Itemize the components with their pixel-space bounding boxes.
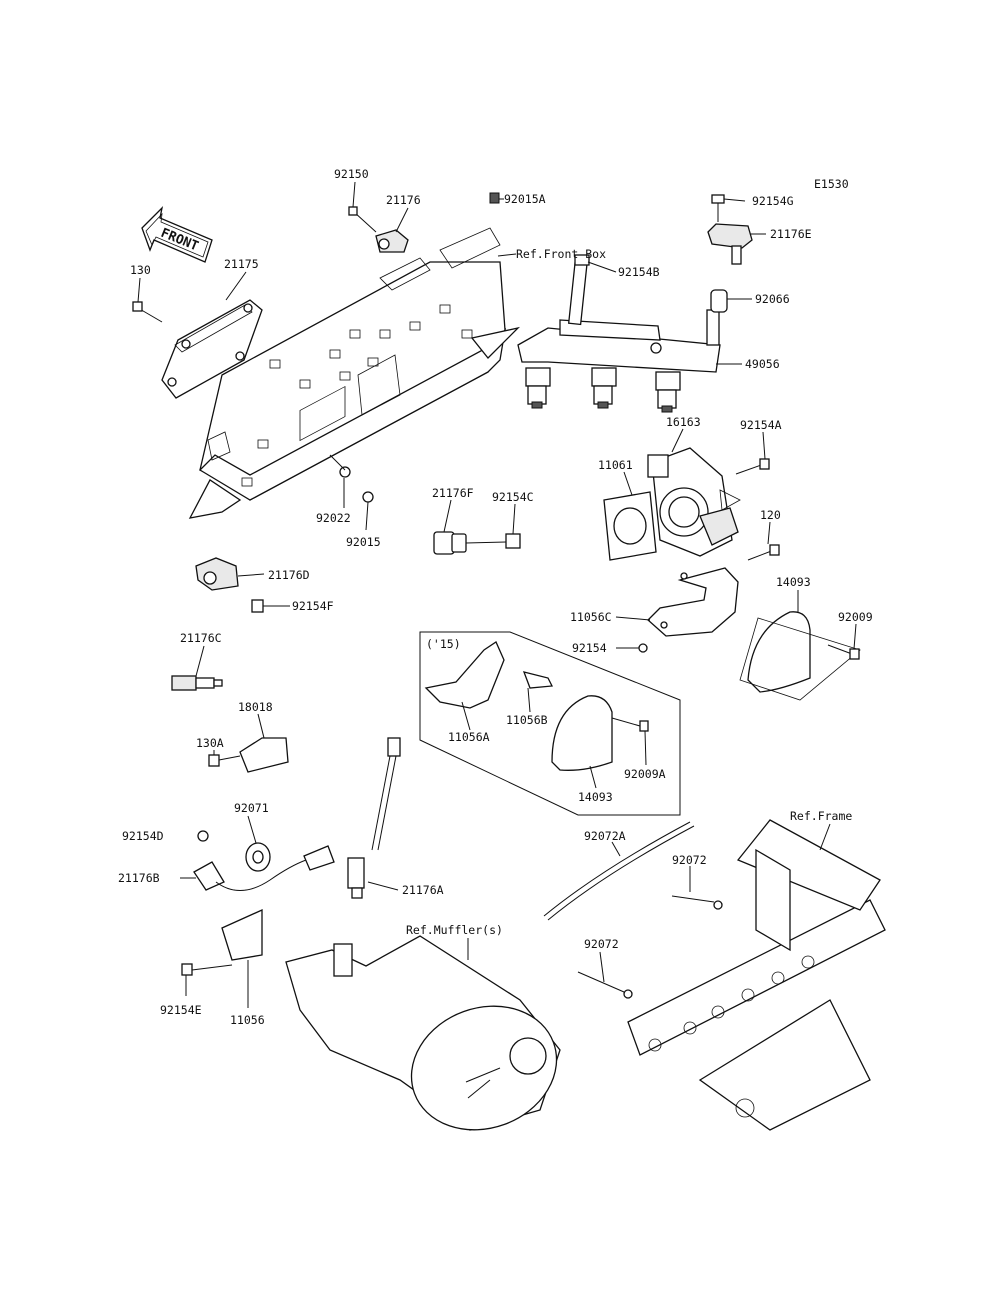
inset-2015: ('15) <box>419 631 681 816</box>
label-92154: 92154 <box>572 641 607 655</box>
label-92154e: 92154E <box>160 1003 202 1017</box>
label-21176e: 21176E <box>770 227 812 241</box>
sensor-21176f <box>433 531 521 555</box>
label-92022: 92022 <box>316 511 351 525</box>
sensor-21176b <box>181 830 335 976</box>
label-21176d: 21176D <box>268 568 310 582</box>
gasket-11061 <box>603 491 657 561</box>
clip-92015a <box>489 192 500 204</box>
washer-92022 <box>339 466 351 478</box>
ecu-21175 <box>161 299 263 399</box>
frame <box>627 819 886 1131</box>
inset-year: ('15) <box>426 637 461 651</box>
label-21176: 21176 <box>386 193 421 207</box>
tie-strap-92072-upper <box>671 895 723 910</box>
tie-strap-92072-lower <box>577 971 633 999</box>
label-92154d: 92154D <box>122 829 164 843</box>
label-11056c: 11056C <box>570 610 612 624</box>
label-92066: 92066 <box>755 292 790 306</box>
label-49056: 49056 <box>745 357 780 371</box>
map-sensor-21176e <box>707 194 753 265</box>
label-92154c: 92154C <box>492 490 534 504</box>
label-92072-upper: 92072 <box>672 853 707 867</box>
leader-lines <box>137 181 857 1008</box>
label-ref-mufflers: Ref.Muffler(s) <box>406 923 503 937</box>
label-92154g: 92154G <box>752 194 794 208</box>
label-21175: 21175 <box>224 257 259 271</box>
label-ref-frame: Ref.Frame <box>790 809 852 823</box>
label-92009a: 92009A <box>624 767 666 781</box>
label-21176b: 21176B <box>118 871 160 885</box>
label-130a: 130A <box>196 736 224 750</box>
label-120: 120 <box>760 508 781 522</box>
front-arrow: FRONT <box>141 206 213 263</box>
bolt-130 <box>132 301 163 323</box>
bolt-92154 <box>638 643 648 653</box>
nut-92015 <box>362 491 374 503</box>
label-11056a: 11056A <box>448 730 490 744</box>
muffler <box>285 935 561 1131</box>
diagram-code: E1530 <box>814 177 849 191</box>
label-130: 130 <box>130 263 151 277</box>
throttle-body-16163 <box>647 447 741 557</box>
tie-strap-92072a <box>543 821 695 921</box>
label-92154b: 92154B <box>618 265 660 279</box>
label-14093-inset: 14093 <box>578 790 613 804</box>
sensor-21176d <box>195 557 264 613</box>
label-18018: 18018 <box>238 700 273 714</box>
sensor-21176c <box>171 675 223 691</box>
cover-18018 <box>208 737 289 773</box>
label-11056: 11056 <box>230 1013 265 1027</box>
label-92072-lower: 92072 <box>584 937 619 951</box>
o2-sensor-21176a <box>347 737 401 899</box>
cover-14093 <box>739 611 861 701</box>
label-92072a: 92072A <box>584 829 626 843</box>
label-92154a: 92154A <box>740 418 782 432</box>
part-labels: 92150 21176 92015A 92154G 21176E 130 211… <box>118 167 873 1027</box>
label-92154f: 92154F <box>292 599 334 613</box>
bracket-11056c <box>647 567 739 637</box>
label-92009: 92009 <box>838 610 873 624</box>
label-92150: 92150 <box>334 167 369 181</box>
label-21176f: 21176F <box>432 486 474 500</box>
front-box <box>188 227 521 519</box>
label-11061: 11061 <box>598 458 633 472</box>
bolt-92154a <box>735 458 770 475</box>
sensor-21176 <box>348 206 409 253</box>
fuel-rail-49056 <box>517 254 728 413</box>
label-21176c: 21176C <box>180 631 222 645</box>
label-16163: 16163 <box>666 415 701 429</box>
label-11056b: 11056B <box>506 713 548 727</box>
label-92071: 92071 <box>234 801 269 815</box>
label-92015a: 92015A <box>504 192 546 206</box>
label-ref-front-box: Ref.Front Box <box>516 247 606 261</box>
label-92015: 92015 <box>346 535 381 549</box>
bolt-120 <box>747 544 780 561</box>
label-21176a: 21176A <box>402 883 444 897</box>
label-14093: 14093 <box>776 575 811 589</box>
